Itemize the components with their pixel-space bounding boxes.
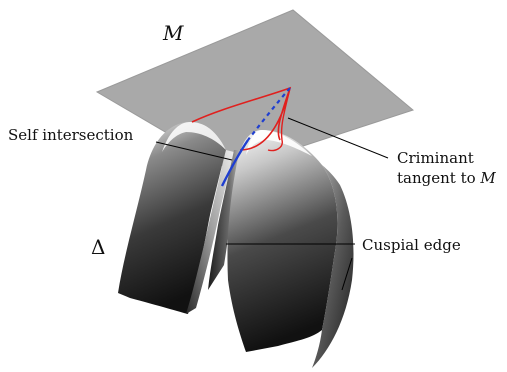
right-sheet-crest <box>246 130 312 156</box>
cuspidal-edge-label: Cuspial edge <box>362 236 461 254</box>
criminant-label-line1: Criminant <box>397 149 474 167</box>
right-sheet <box>227 130 338 352</box>
left-sheet-fold <box>186 150 234 314</box>
self-intersection-curve <box>220 139 249 187</box>
cuspidal-edge-leader-2 <box>341 257 353 291</box>
self-intersection-label: Self intersection <box>8 126 134 144</box>
criminant-leader <box>287 117 389 159</box>
plane-symbol: M <box>162 21 184 45</box>
left-sheet-crest <box>162 122 226 152</box>
self-intersection-leader <box>155 141 233 161</box>
discriminant-symbol: Δ <box>91 235 105 259</box>
criminant-label-line2: tangent to M <box>397 169 496 187</box>
criminant-curve-right <box>267 87 291 152</box>
criminant-label-symbol: M <box>479 169 496 187</box>
criminant-label-prefix: tangent to <box>397 169 480 187</box>
middle-sheet <box>208 150 250 290</box>
right-sheet-wing <box>312 165 354 368</box>
self-intersection-curve-hidden <box>247 87 291 141</box>
